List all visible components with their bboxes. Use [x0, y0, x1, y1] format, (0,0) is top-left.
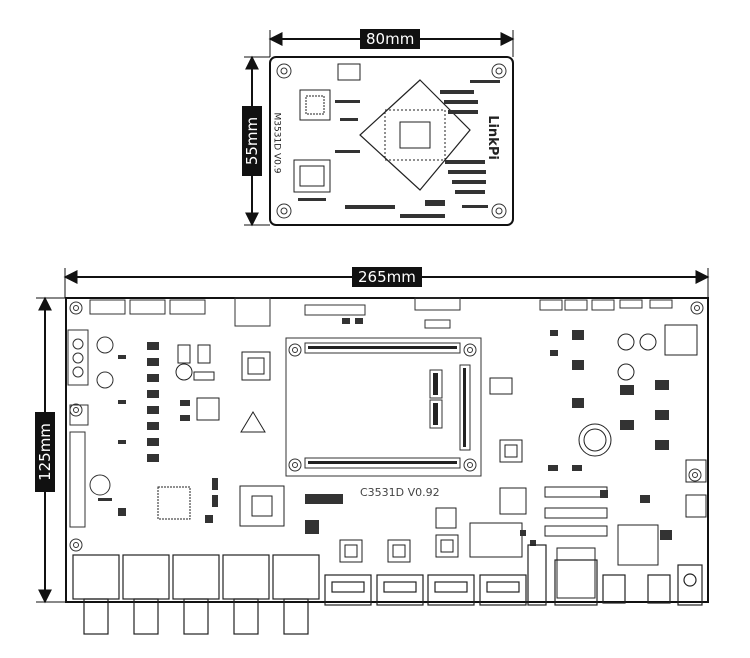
top-small-chips — [293, 63, 361, 193]
top-width-label: 80mm — [360, 29, 421, 49]
middle-left-small-parts — [118, 318, 363, 534]
bottom-width-label: 265mm — [352, 267, 422, 287]
top-component-rows — [298, 80, 500, 218]
module-socket-area — [285, 337, 482, 477]
io-connectors — [527, 544, 703, 606]
top-edge-connectors — [89, 297, 673, 329]
top-height-label: 55mm — [242, 106, 262, 176]
top-mounting-holes — [276, 63, 507, 219]
left-side-resistor-columns — [98, 342, 159, 501]
bottom-height-label: 125mm — [35, 412, 55, 492]
hdmi-connectors — [324, 574, 527, 606]
right-middle-small-parts — [520, 330, 672, 546]
bottom-board-model-text: C3531D V0.92 — [360, 486, 440, 499]
middle-left-chips — [157, 344, 285, 527]
bnc-connectors — [72, 554, 320, 635]
top-board-model-text: M3531D V0.9 — [271, 112, 282, 174]
bottom-mounting-holes — [69, 301, 704, 552]
bottom-processor-chips — [339, 534, 459, 563]
left-side-components — [67, 329, 114, 528]
bottom-board — [36, 268, 710, 635]
bottom-height-label-text: 125mm — [36, 423, 54, 481]
bottom-board-outline — [65, 297, 709, 603]
top-board — [244, 30, 515, 227]
top-height-label-text: 55mm — [243, 116, 261, 166]
module-socket-pins — [308, 346, 466, 464]
top-board-logo: LinkPi — [484, 115, 500, 160]
